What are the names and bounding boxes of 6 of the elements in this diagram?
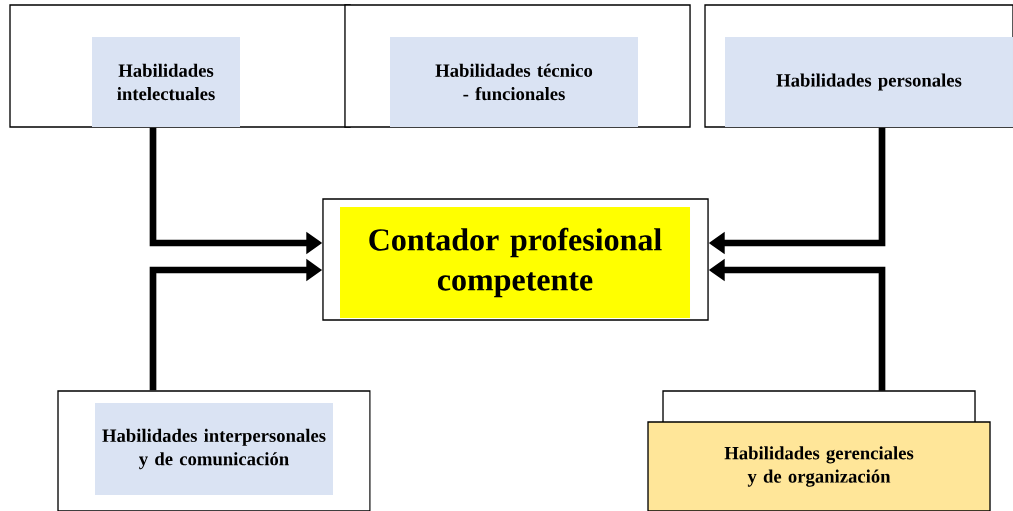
skill-box: Habilidades gerenciales y de organización (647, 390, 991, 511)
skill-box: Habilidades técnico - funcionales (344, 4, 691, 128)
skill-box: Contador profesional competente (322, 198, 709, 321)
skill-box: Habilidades intelectuales (9, 4, 351, 128)
skill-box: Habilidades personales (704, 4, 1013, 128)
skill-box: Habilidades interpersonales y de comunicación (57, 390, 371, 511)
